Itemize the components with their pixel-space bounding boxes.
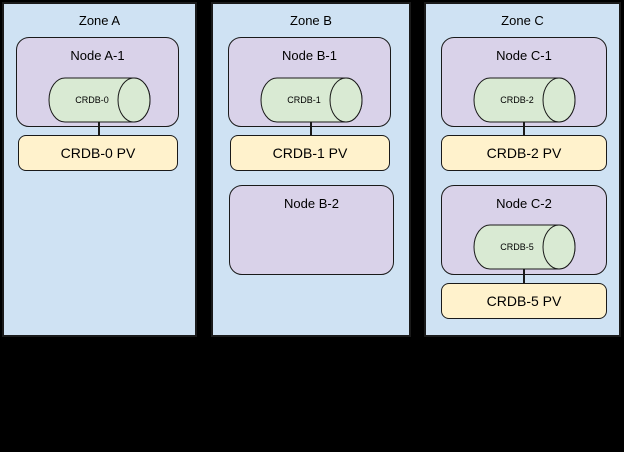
crdb-1-label: CRDB-1 bbox=[287, 95, 321, 105]
zone-b-title: Zone B bbox=[290, 13, 332, 28]
node-c-1: Node C-1 CRDB-2 bbox=[441, 37, 607, 127]
connector-line bbox=[523, 122, 525, 136]
zone-c-title: Zone C bbox=[501, 13, 544, 28]
crdb-0-pv-label: CRDB-0 PV bbox=[60, 145, 136, 161]
crdb-5-label: CRDB-5 bbox=[500, 242, 534, 252]
node-b-1-title: Node B-1 bbox=[282, 48, 337, 63]
connector-line bbox=[523, 269, 525, 284]
node-b-1: Node B-1 CRDB-1 bbox=[228, 37, 391, 127]
crdb-1-pv-box: CRDB-1 PV bbox=[230, 135, 390, 171]
connector-line bbox=[310, 122, 312, 136]
crdb-5-pv-label: CRDB-5 PV bbox=[486, 293, 562, 309]
database-cylinder-icon: CRDB-2 bbox=[473, 77, 576, 123]
crdb-0-label: CRDB-0 bbox=[75, 95, 109, 105]
crdb-2-pv-label: CRDB-2 PV bbox=[486, 145, 562, 161]
zone-a: Zone A Node A-1 CRDB-0 CRDB-0 PV bbox=[2, 2, 197, 337]
node-a-1: Node A-1 CRDB-0 bbox=[16, 37, 179, 127]
zone-b: Zone B Node B-1 CRDB-1 CRDB-1 PV Node B-… bbox=[211, 2, 411, 337]
database-cylinder-icon: CRDB-5 bbox=[473, 224, 576, 270]
connector-line bbox=[98, 122, 100, 136]
cylinder-cap bbox=[542, 77, 576, 123]
crdb-0-pv-box: CRDB-0 PV bbox=[18, 135, 178, 171]
crdb-5-pv-box: CRDB-5 PV bbox=[441, 283, 607, 319]
node-c-1-title: Node C-1 bbox=[496, 48, 552, 63]
zone-a-title: Zone A bbox=[78, 13, 121, 28]
cylinder-cap bbox=[542, 224, 576, 270]
node-c-2-title: Node C-2 bbox=[496, 196, 552, 211]
database-cylinder-icon: CRDB-1 bbox=[260, 77, 363, 123]
zone-c: Zone C Node C-1 CRDB-2 CRDB-2 PV Node C-… bbox=[424, 2, 621, 337]
node-b-2-title: Node B-2 bbox=[284, 196, 339, 211]
crdb-2-pv-box: CRDB-2 PV bbox=[441, 135, 607, 171]
crdb-1-pv-label: CRDB-1 PV bbox=[272, 145, 348, 161]
cylinder-cap bbox=[117, 77, 151, 123]
node-c-2: Node C-2 CRDB-5 bbox=[441, 185, 607, 275]
crdb-2-label: CRDB-2 bbox=[500, 95, 534, 105]
database-cylinder-icon: CRDB-0 bbox=[48, 77, 151, 123]
node-b-2: Node B-2 bbox=[229, 185, 394, 275]
node-a-1-title: Node A-1 bbox=[70, 48, 125, 63]
cylinder-cap bbox=[329, 77, 363, 123]
